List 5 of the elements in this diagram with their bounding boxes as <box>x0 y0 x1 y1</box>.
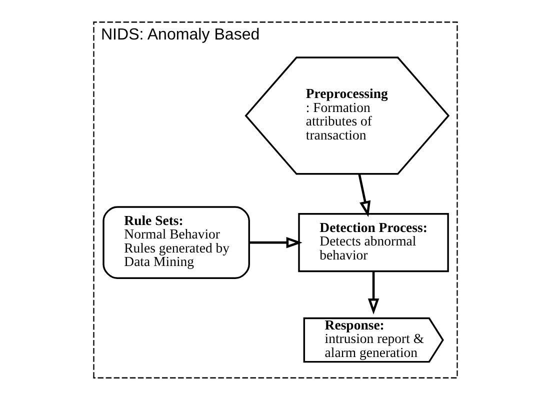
node-box: Rule Sets: Normal Behavior Rules generated by Data Mining <box>102 206 250 279</box>
arrow <box>367 271 379 315</box>
arrow <box>358 174 370 218</box>
arrow <box>249 236 302 248</box>
node-box: Detection Process: Detects abnormal behavior <box>298 213 448 272</box>
